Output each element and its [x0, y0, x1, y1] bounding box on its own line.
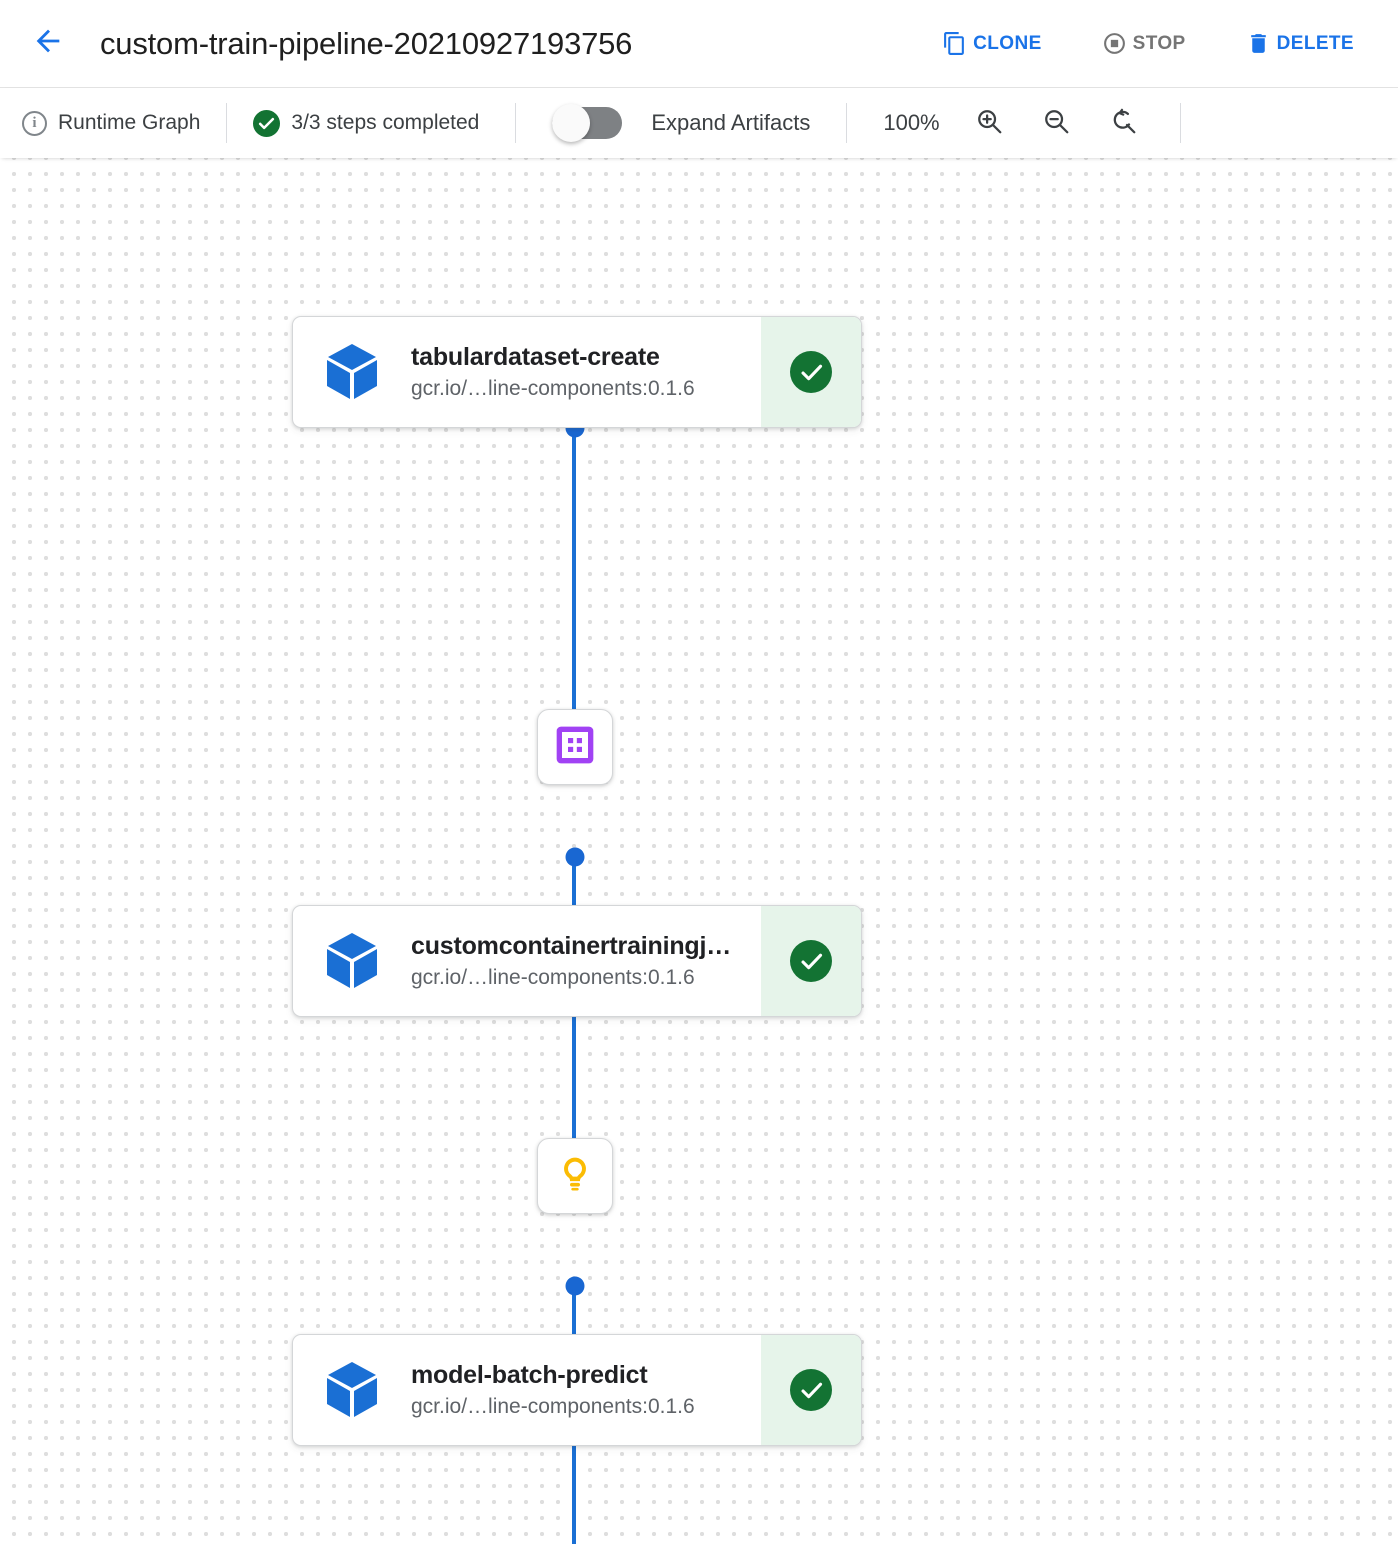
- node-status-badge: [761, 1335, 861, 1445]
- toolbar-divider-2: [515, 103, 517, 143]
- edge-dataset-to-node2: [572, 458, 576, 750]
- steps-status-label: 3/3 steps completed: [291, 111, 480, 134]
- stop-label: STOP: [1132, 32, 1186, 54]
- toolbar-divider-3: [846, 103, 848, 143]
- runtime-graph-selector[interactable]: i Runtime Graph: [22, 110, 201, 136]
- cube-icon: [293, 906, 411, 1016]
- pipeline-node-model-batch-predict[interactable]: model-batch-predict gcr.io/…line-compone…: [292, 1334, 862, 1446]
- edge-dot-node2-out: [565, 847, 585, 867]
- expand-artifacts-label: Expand Artifacts: [651, 110, 811, 135]
- graph-toolbar: i Runtime Graph 3/3 steps completed Expa…: [0, 88, 1398, 158]
- dataset-icon: [555, 725, 595, 770]
- cube-icon: [293, 1335, 411, 1445]
- stop-circle-icon: [1102, 31, 1127, 56]
- page-title: custom-train-pipeline-20210927193756: [100, 25, 633, 61]
- zoom-level-label: 100%: [883, 110, 940, 135]
- edge-dot-node3-out: [565, 1276, 585, 1296]
- toggle-knob: [552, 104, 591, 142]
- node-status-badge: [761, 317, 861, 427]
- cube-icon: [293, 317, 411, 427]
- pipeline-graph-canvas[interactable]: tabulardataset-create gcr.io/…line-compo…: [0, 158, 1398, 1544]
- zoom-reset-icon: [1108, 106, 1138, 141]
- toolbar-divider-1: [226, 103, 228, 143]
- runtime-graph-label: Runtime Graph: [58, 111, 201, 134]
- check-circle-icon: [790, 1369, 832, 1411]
- node-text: customcontainertrainingj… gcr.io/…line-c…: [411, 906, 761, 1016]
- zoom-controls: 100%: [883, 100, 1146, 146]
- toolbar-divider-4: [1180, 103, 1182, 143]
- pipeline-node-tabulardataset-create[interactable]: tabulardataset-create gcr.io/…line-compo…: [292, 316, 862, 428]
- delete-label: DELETE: [1276, 32, 1354, 54]
- title-bar: custom-train-pipeline-20210927193756 CLO…: [0, 0, 1398, 88]
- edge-model-to-node3: [572, 1018, 576, 1178]
- node-title: model-batch-predict: [411, 1360, 648, 1389]
- arrow-left-icon: [31, 24, 65, 63]
- back-button[interactable]: [24, 20, 72, 68]
- clone-label: CLONE: [973, 32, 1042, 54]
- zoom-out-icon: [1041, 106, 1071, 141]
- pipeline-node-customcontainertrainingjob[interactable]: customcontainertrainingj… gcr.io/…line-c…: [292, 905, 862, 1017]
- zoom-in-icon: [974, 106, 1004, 141]
- check-circle-icon: [253, 109, 281, 137]
- node-text: model-batch-predict gcr.io/…line-compone…: [411, 1335, 761, 1445]
- delete-button[interactable]: DELETE: [1228, 21, 1372, 66]
- expand-artifacts-group: Expand Artifacts: [552, 104, 811, 142]
- node-subtitle: gcr.io/…line-components:0.1.6: [411, 966, 695, 990]
- title-actions: CLONE STOP DELETE: [924, 21, 1372, 66]
- check-circle-icon: [790, 940, 832, 982]
- clone-button[interactable]: CLONE: [924, 21, 1060, 66]
- node-title: tabulardataset-create: [411, 342, 660, 371]
- check-circle-icon: [790, 351, 832, 393]
- zoom-in-button[interactable]: [966, 100, 1012, 146]
- zoom-reset-button[interactable]: [1100, 100, 1146, 146]
- stop-button[interactable]: STOP: [1084, 21, 1204, 66]
- info-icon: i: [22, 110, 47, 136]
- zoom-out-button[interactable]: [1033, 100, 1079, 146]
- expand-artifacts-toggle[interactable]: [552, 104, 623, 142]
- copy-icon: [942, 31, 967, 56]
- steps-status: 3/3 steps completed: [253, 109, 480, 137]
- lightbulb-icon: [555, 1154, 595, 1199]
- node-subtitle: gcr.io/…line-components:0.1.6: [411, 1395, 695, 1419]
- node-text: tabulardataset-create gcr.io/…line-compo…: [411, 317, 761, 427]
- trash-icon: [1246, 31, 1271, 56]
- artifact-node-dataset[interactable]: [537, 709, 613, 785]
- node-status-badge: [761, 906, 861, 1016]
- node-subtitle: gcr.io/…line-components:0.1.6: [411, 377, 695, 401]
- node-title: customcontainertrainingj…: [411, 931, 732, 960]
- artifact-node-model[interactable]: [537, 1138, 613, 1214]
